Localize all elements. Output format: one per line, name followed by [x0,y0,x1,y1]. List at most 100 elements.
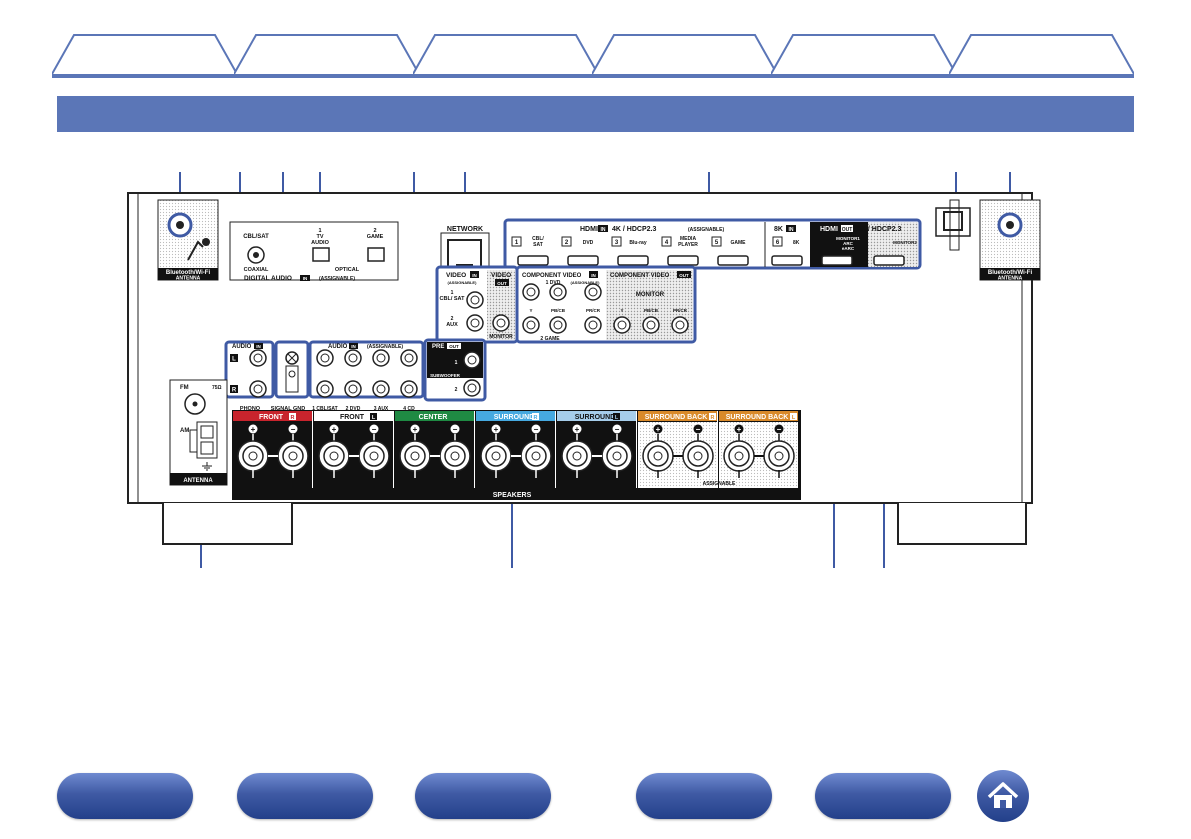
speaker-terminal-hole [248,451,258,461]
hdmi-input-label: PLAYER [678,242,698,248]
power-inlet [935,199,971,251]
video-out-label: VIDEO [491,272,511,279]
foot-left [162,503,293,545]
phono-in-badge: IN [256,344,261,349]
speaker-side-label: L [792,415,796,421]
speaker-side-label: L [372,415,376,421]
pre-out-badge: OUT [449,344,459,349]
component-jack-inner [588,287,598,297]
tv-audio-label: AUDIO [311,240,329,246]
hdmi-num-box [661,236,672,247]
plus-icon [572,424,582,434]
home-button[interactable] [977,770,1029,822]
speaker-terminal-hole [572,451,582,461]
speaker-terminal-hole [734,451,744,461]
plus-icon [248,424,258,434]
phono-l-label: L [232,357,236,363]
speaker-side-badge [289,413,296,420]
polarity-label: − [615,425,620,434]
plus-icon [734,424,744,434]
speaker-terminal-hole [653,451,663,461]
tab-1[interactable] [52,33,237,75]
section-title-bar [57,96,1134,132]
bt-antenna-right[interactable]: Bluetooth/Wi-Fi ANTENNA [979,199,1041,282]
video-in1-label: CBL/ SAT [440,296,466,302]
speaker-terminal-hole [288,451,298,461]
phono-r-label: R [232,388,237,394]
component-jack-inner [526,320,536,330]
hdmi-port[interactable] [617,255,649,266]
monitor2-label: MONITOR2 [893,240,917,245]
component-jack-inner [675,320,685,330]
am-label: AM [180,428,189,434]
tab-2[interactable] [234,33,419,75]
nav-button-2[interactable] [237,773,373,819]
video-in2-label: AUX [446,322,458,328]
comp-out-pb-label: PB/CB [644,308,659,313]
bt-antenna-left[interactable]: Bluetooth/Wi-Fi ANTENNA [157,199,219,282]
hdmi-port-8k[interactable] [771,255,803,266]
polarity-label: − [291,425,296,434]
video-in-label: VIDEO [446,272,466,279]
hdmi-input-label: GAME [731,240,747,246]
hdmi-port[interactable] [567,255,599,266]
tab-5[interactable] [771,33,956,75]
hdmi-num: 2 [565,240,569,246]
pre-label: PRE [432,344,444,350]
speaker-assignable-label: ASSIGNABLE [703,481,736,487]
comp-out-pr-label: PR/CR [673,308,688,313]
earc-label: eARC [842,246,855,251]
sub1-label: 1 [455,360,458,366]
digital-assignable-label: (ASSIGNABLE) [319,276,355,282]
speaker-group-header [314,411,393,421]
digital-in-badge: IN [303,276,308,281]
plus-icon [491,424,501,434]
analog-audio-jack-inner [376,353,386,363]
component-jacks [522,283,689,334]
minus-icon [369,424,379,434]
polarity-label: + [251,425,256,434]
minus-icon [612,424,622,434]
hdmi-out-monitor1[interactable] [821,255,853,266]
eightk-in-badge: IN [789,227,794,233]
tab-4[interactable] [592,33,777,75]
hdmi-port[interactable] [667,255,699,266]
component-in-label: COMPONENT VIDEO [522,273,582,279]
speaker-group-label: FRONT [340,414,365,421]
home-icon [987,782,1019,808]
hdmi-num-box [611,236,622,247]
hdmi-assignable-label: (ASSIGNABLE) [688,227,724,233]
analog-audio-jack-inner [348,353,358,363]
optical-port-1[interactable] [312,247,330,262]
component-jack-inner [617,320,627,330]
nav-button-5[interactable] [815,773,951,819]
hdmi-out-monitor2[interactable] [873,255,905,266]
comp-game-label: 2 GAME [540,336,560,342]
hdmi-num-6: 6 [776,240,780,246]
nav-button-4[interactable] [636,773,772,819]
subwoofer-label: SUBWOOFER [430,373,460,378]
speaker-group-header [719,411,798,421]
comp-out-y-label: Y [620,308,623,313]
video-panel: VIDEO IN (ASSIGNABLE) VIDEO OUT 1 CBL/ S… [435,265,519,344]
tab-6[interactable] [949,33,1134,75]
polarity-label: + [413,425,418,434]
monitor1-label: MONITOR1 [836,236,860,241]
optical-port-2[interactable] [367,247,385,262]
speaker-terminal-hole [774,451,784,461]
speaker-side-badge [613,413,620,420]
speaker-side-badge [790,413,797,420]
coaxial-cbl-label: CBL/SAT [243,234,269,240]
nav-button-3[interactable] [415,773,551,819]
tab-3[interactable] [413,33,598,75]
nav-button-1[interactable] [57,773,193,819]
hdmi-port[interactable] [517,255,549,266]
hdcp-label: 4K / HDCP2.3 [612,226,656,233]
analog-audio-jack-inner [376,384,386,394]
speakers-label: SPEAKERS [493,492,532,499]
hdmi-port[interactable] [717,255,749,266]
coaxial-label: COAXIAL [244,267,269,273]
minus-icon [531,424,541,434]
hdmi-input-label: DVD [583,240,594,246]
network-label: NETWORK [447,226,483,233]
